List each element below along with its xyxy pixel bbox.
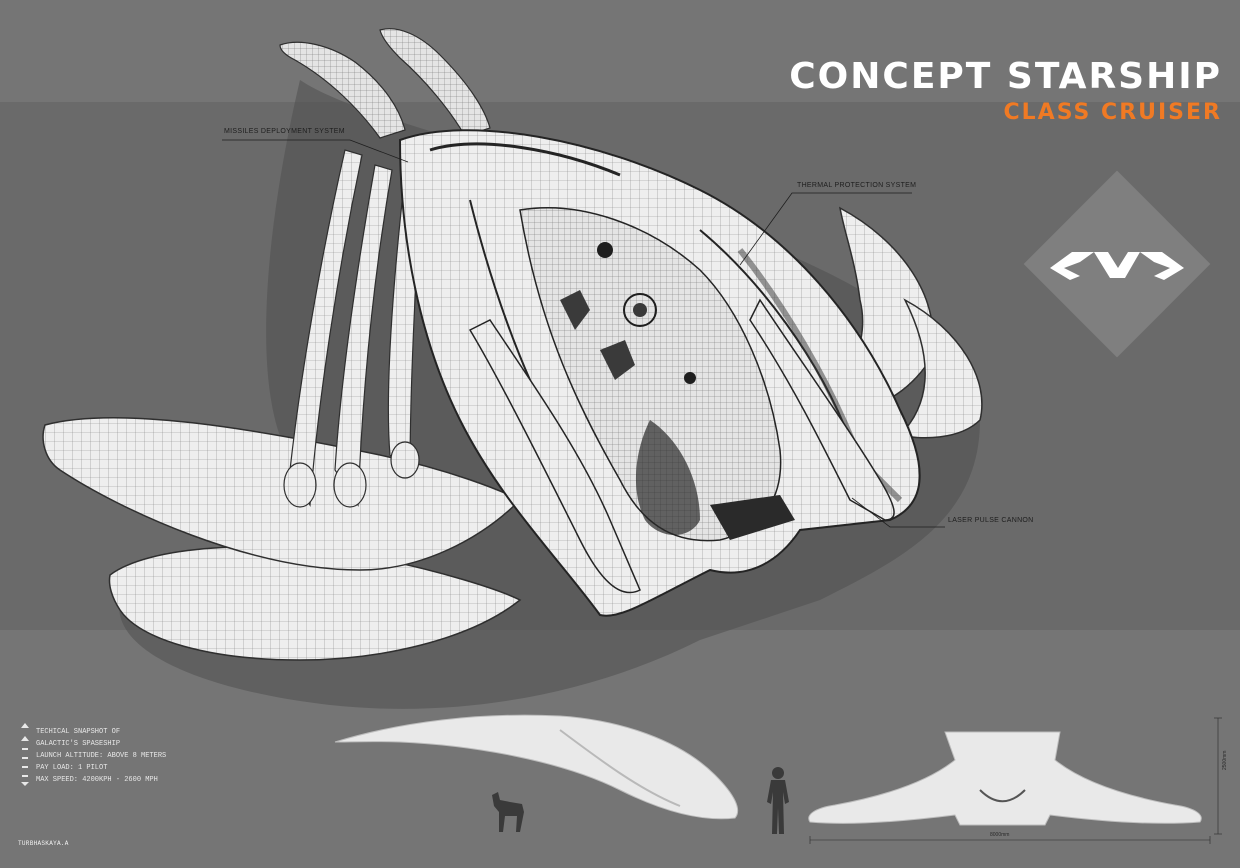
side-view-render (334, 714, 739, 820)
forward-prongs (279, 28, 491, 139)
left-upper-wing (42, 416, 522, 571)
cannon-nozzle (710, 495, 795, 540)
chevron-pair-logo-icon (1050, 252, 1184, 280)
missile-struts (283, 149, 423, 508)
spec-altitude: LAUNCH ALTITUDE: ABOVE 8 METERS (36, 752, 167, 760)
main-hull (398, 129, 921, 617)
callout-missiles: MISSILES DEPLOYMENT SYSTEM (224, 128, 345, 135)
callout-thermal: THERMAL PROTECTION SYSTEM (797, 182, 917, 189)
spec-speed: MAX SPEED: 4200KPH - 2600 MPH (36, 776, 158, 784)
side-pods (468, 298, 895, 594)
spec-payload: PAY LOAD: 1 PILOT (36, 764, 108, 772)
callout-laser: LASER PULSE CANNON (948, 517, 1034, 524)
spec-line-2: GALACTIC'S SPASESHIP (36, 740, 121, 748)
dimension-width-label: 8000mm (990, 832, 1010, 838)
author-signature: TURBHASKAYA.A (18, 840, 69, 847)
dimension-lines (809, 717, 1222, 844)
spec-line-1: TECHICAL SNAPSHOT OF (36, 728, 121, 736)
human-scale-figure (767, 767, 789, 834)
dimension-height-label: 2500mm (1222, 750, 1228, 770)
spec-marker-icons (21, 723, 29, 786)
poster-title: CONCEPT STARSHIP (789, 56, 1222, 97)
front-view-render (808, 731, 1202, 826)
callout-lines (222, 139, 945, 528)
poster-subtitle: CLASS CRUISER (1003, 100, 1222, 125)
spec-block: TECHICAL SNAPSHOT OF GALACTIC'S SPASESHI… (36, 726, 166, 786)
logo-badge (1023, 170, 1211, 358)
dog-scale-figure (492, 792, 524, 832)
